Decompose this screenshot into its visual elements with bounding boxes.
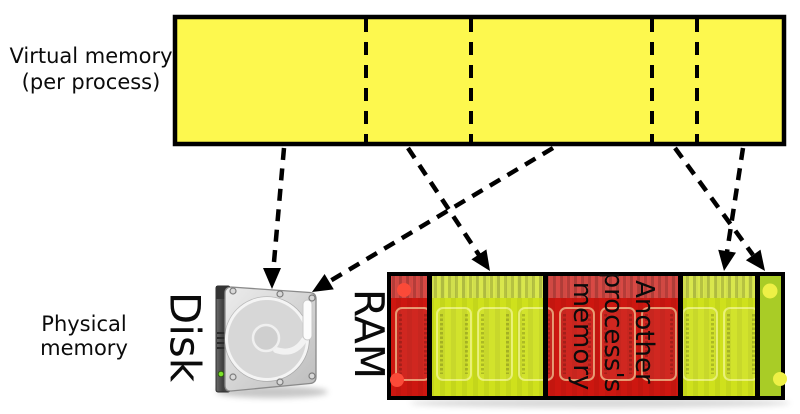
arrowhead-page4 bbox=[745, 249, 765, 271]
ram-image: Another process's memory bbox=[387, 272, 790, 408]
physical-memory-label-line2: memory bbox=[40, 336, 128, 360]
other-process-label: Another process's memory bbox=[567, 272, 659, 401]
arrowhead-page1 bbox=[263, 268, 281, 289]
arrowhead-page2 bbox=[471, 249, 490, 271]
ram-region-5 bbox=[760, 276, 781, 396]
other-process-label-line2: process's bbox=[598, 272, 628, 393]
arrowhead-page5 bbox=[718, 249, 736, 271]
disk-label: Disk bbox=[161, 292, 210, 383]
disk-led bbox=[217, 370, 225, 378]
arrow-page1-to-disk bbox=[271, 147, 287, 263]
ram-shadow bbox=[410, 398, 790, 408]
disk-hub bbox=[251, 323, 281, 353]
arrow-page3-to-disk bbox=[328, 146, 555, 283]
arrow-page5-to-ram bbox=[724, 147, 746, 253]
virtual-memory-label-line1: Virtual memory bbox=[9, 44, 172, 68]
arrow-page4-to-ram-right bbox=[673, 146, 755, 257]
virtual-memory-box bbox=[172, 14, 787, 147]
ram-hole-bottom-left bbox=[390, 373, 404, 387]
ram-hole-top-left bbox=[397, 283, 411, 297]
virtual-memory-label: Virtual memory (per process) bbox=[9, 44, 172, 94]
disk-actuator-slot bbox=[302, 299, 313, 341]
other-process-label-line1: Another bbox=[629, 280, 659, 384]
physical-memory-label-line1: Physical bbox=[41, 312, 126, 336]
ram-dividers bbox=[427, 272, 760, 400]
disk-image bbox=[215, 285, 328, 398]
disk-arm bbox=[273, 337, 307, 355]
ram-texture bbox=[391, 276, 757, 396]
ram-hole-bottom-right bbox=[773, 372, 787, 386]
arrowhead-page3 bbox=[312, 274, 334, 292]
physical-memory-label: Physical memory bbox=[40, 312, 128, 360]
virtual-memory-rect bbox=[172, 14, 787, 147]
arrow-page2-to-ram bbox=[406, 146, 481, 257]
disk-screws bbox=[229, 287, 316, 386]
virtual-memory-label-line2: (per process) bbox=[22, 70, 161, 94]
ram-hole-top-right bbox=[762, 283, 778, 299]
ram-label: RAM bbox=[345, 289, 393, 379]
other-process-label-line3: memory bbox=[567, 282, 597, 391]
